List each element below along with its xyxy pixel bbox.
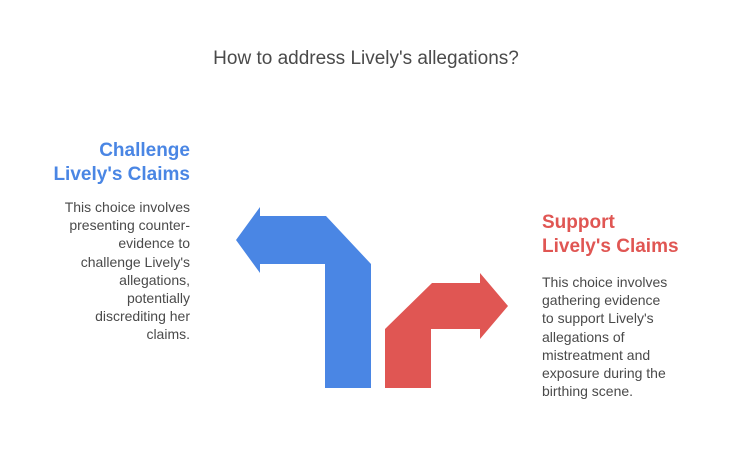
option-right-heading-line-1: Support	[542, 212, 615, 233]
option-right-description: This choice involves gathering evidence …	[542, 273, 667, 400]
option-left-heading-line-1: Challenge	[99, 140, 190, 161]
option-right-description-line: This choice involves	[542, 274, 668, 290]
right-arrow-shape	[385, 273, 508, 388]
diagram-title: How to address Lively's allegations?	[213, 48, 519, 69]
option-right-description-line: exposure during the	[542, 365, 666, 382]
option-right-description-line: to support Lively's	[542, 310, 654, 327]
option-left-description-line: claims.	[146, 326, 190, 343]
option-right-description-line: allegations of	[542, 328, 625, 345]
option-left-description-line: discrediting her	[95, 308, 190, 325]
option-left-description-line: challenge Lively's	[80, 253, 190, 270]
option-left-description-line: potentially	[126, 290, 190, 307]
option-left-description-line: evidence to	[118, 235, 190, 252]
option-left-description-line: presenting counter-	[69, 217, 190, 234]
option-right-description-line: gathering evidence	[542, 292, 661, 309]
option-left-heading-line-2: Lively's Claims	[53, 164, 190, 185]
left-arrow-shape	[236, 207, 371, 388]
option-right-description-line: birthing scene.	[542, 383, 634, 400]
option-left-description-line: allegations,	[119, 271, 190, 288]
option-left-description-line: This choice involves	[64, 199, 190, 215]
option-right-description-line: mistreatment and	[542, 346, 651, 363]
option-right-heading-line-2: Lively's Claims	[542, 236, 679, 257]
option-left-description: This choice involves presenting counter-…	[65, 198, 190, 344]
option-right-heading: Support Lively's Claims	[542, 211, 679, 259]
option-left-heading: Challenge Lively's Claims	[53, 139, 190, 187]
